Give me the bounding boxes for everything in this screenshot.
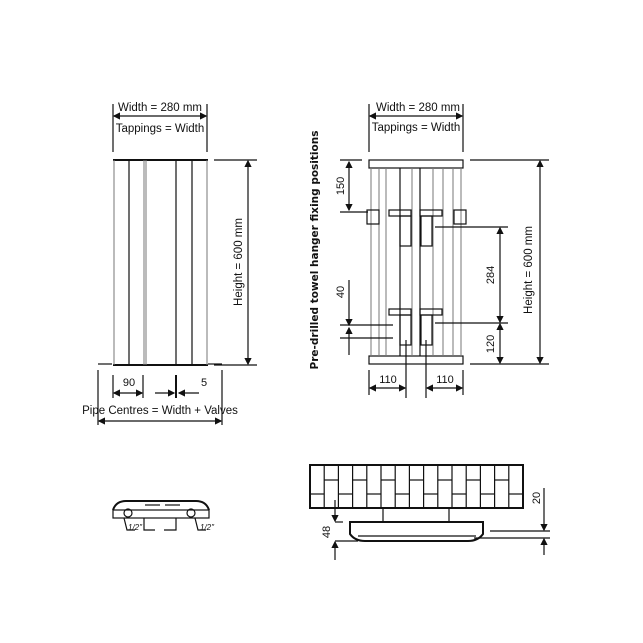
- front-view: Width = 280 mm Tappings = Width Height =…: [82, 102, 257, 425]
- side-view: 48 20: [309, 464, 550, 560]
- front-width-label: Width = 280 mm: [118, 102, 202, 114]
- valve-left-label: 1/2": [128, 523, 143, 532]
- front-dim-90: 90: [123, 377, 135, 389]
- rear-tappings-label: Tappings = Width: [372, 122, 461, 134]
- front-tappings-label: Tappings = Width: [116, 123, 205, 135]
- rear-dim-150: 150: [335, 177, 347, 195]
- rear-dim-40: 40: [335, 286, 347, 298]
- valve-right-label: 1/2": [200, 523, 215, 532]
- rear-view: Width = 280 mm Tappings = Width Pre-dril…: [309, 102, 549, 398]
- rear-dim-110-right: 110: [436, 374, 454, 386]
- pipe-centres-label: Pipe Centres = Width + Valves: [82, 405, 238, 417]
- side-depth-48: 48: [321, 526, 333, 538]
- rear-height-label: Height = 600 mm: [523, 226, 535, 314]
- plan-view: 1/2" 1/2": [112, 500, 215, 532]
- rear-dim-284: 284: [485, 266, 497, 284]
- front-dim-5: 5: [201, 377, 207, 389]
- radiator-front: [113, 159, 208, 366]
- rear-dim-110-left: 110: [379, 374, 397, 386]
- front-height-label: Height = 600 mm: [233, 218, 245, 306]
- rear-width-label: Width = 280 mm: [376, 102, 460, 114]
- side-gap-20: 20: [531, 492, 543, 504]
- towel-hanger-label: Pre-drilled towel hanger fixing position…: [309, 131, 321, 370]
- rear-dim-120: 120: [485, 335, 497, 353]
- radiator-rear: [366, 159, 467, 365]
